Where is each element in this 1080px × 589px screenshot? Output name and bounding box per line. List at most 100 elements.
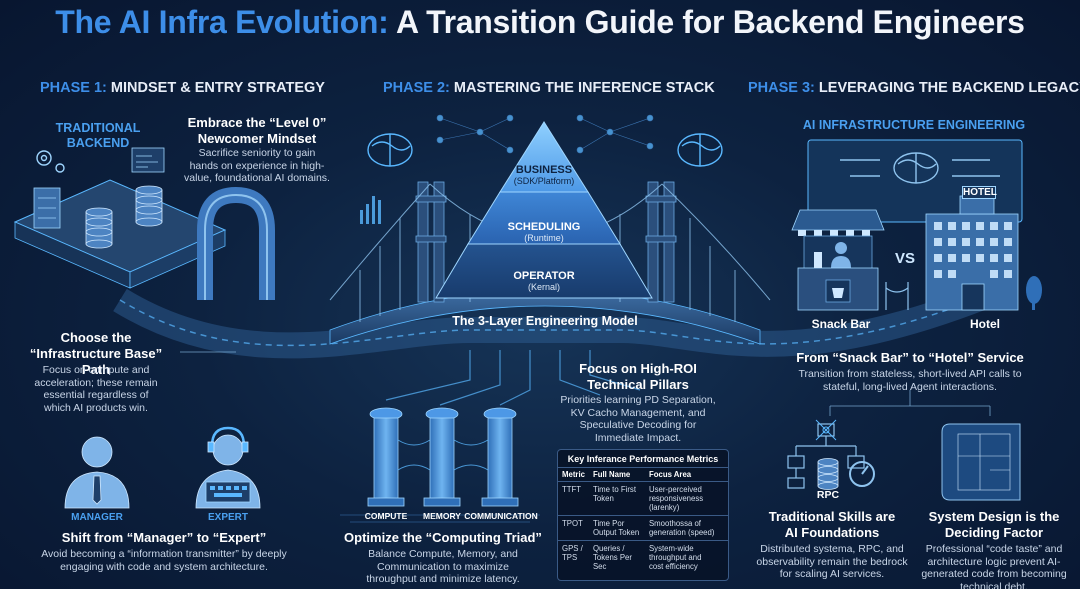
gateway-arch <box>197 186 275 300</box>
service-body: Transition from stateless, short-lived A… <box>798 368 1022 393</box>
table-header: Focus Area <box>644 467 728 482</box>
table-cell: System-wide throughput and cost efficien… <box>644 540 728 574</box>
pyramid-business-label: BUSINESS (SDK/Platform) <box>494 164 594 186</box>
level0-body: Sacrifice seniority to gain hands on exp… <box>184 147 330 184</box>
manager-expert-title: Shift from “Manager” to “Expert” <box>61 530 267 545</box>
infra-base-title: Choose the “Infrastructure Base” Path <box>29 330 163 377</box>
network-topology-icon <box>787 423 865 489</box>
phase-2-header: PHASE 2: MASTERING THE INFERENCE STACK <box>383 80 715 96</box>
phase-3-header: PHASE 3: LEVERAGING THE BACKEND LEGACY <box>748 80 1080 96</box>
code-window-icon <box>131 147 165 173</box>
table-cell: Queries / Tokens Per Sec <box>588 540 645 574</box>
communication-label: COMMUNICATION <box>464 511 538 521</box>
brain-icon-left <box>367 133 413 167</box>
pyramid-layer-operator <box>435 243 653 299</box>
triad-body: Balance Compute, Memory, and Communicati… <box>366 548 520 585</box>
pillar-compute <box>367 407 405 507</box>
table-cell: TTFT <box>558 481 589 516</box>
table-cell: Time Por Output Token <box>588 515 645 541</box>
callout-lines <box>180 351 991 416</box>
bar-chart-icon <box>360 196 381 224</box>
scheduling-subtitle: (Runtime) <box>524 233 564 243</box>
table-cell: GPS / TPS <box>558 540 589 574</box>
pillars-body: Priorities learning PD Separation, KV Ca… <box>560 394 716 444</box>
design-body: Professional “code taste” and architectu… <box>921 543 1067 589</box>
infra-base-body: Focus on compute and acceleration; these… <box>34 364 158 414</box>
operator-title: OPERATOR <box>513 270 575 282</box>
rope-posts <box>885 282 909 310</box>
pyramid-operator-label: OPERATOR (Kernal) <box>494 270 594 292</box>
manager-expert-body: Avoid becoming a “information transmitte… <box>41 548 287 573</box>
operator-subtitle: (Kernal) <box>527 282 560 292</box>
table-header-row: Metric Full Name Focus Area <box>558 467 728 482</box>
snack-bar-label: Snack Bar <box>811 317 871 331</box>
table-header: Metric <box>558 467 589 482</box>
table-cell: TPOT <box>558 515 589 541</box>
blueprint-icon <box>941 423 1021 501</box>
pillar-communication <box>481 407 519 507</box>
rpc-label: RPC <box>816 489 840 501</box>
brain-icon-phase3 <box>840 152 1000 184</box>
title-part1: The AI Infra Evolution: <box>55 4 389 40</box>
distributed-nodes-icon <box>815 419 837 441</box>
hotel-sign: HOTEL <box>962 186 997 199</box>
compute-label: COMPUTE <box>364 511 408 521</box>
level0-title: Embrace the “Level 0” Newcomer Mindset <box>187 115 327 146</box>
business-subtitle: (SDK/Platform) <box>513 176 575 186</box>
expert-label: EXPERT <box>207 512 248 523</box>
scheduling-title: SCHEDULING <box>507 221 581 233</box>
table-cell: User-perceived responsiveness (larenky) <box>644 481 728 516</box>
phase-3-title: LEVERAGING THE BACKEND LEGACY <box>818 80 1080 96</box>
vs-label: VS <box>894 250 915 267</box>
business-title: BUSINESS <box>515 164 573 176</box>
snack-bar-illustration <box>791 209 885 311</box>
keyboard-keys <box>210 486 247 497</box>
key-metrics-title: Key Inferance Performance Metrics <box>567 454 719 464</box>
page-title: The AI Infra Evolution: A Transition Gui… <box>0 4 1080 41</box>
database-icon-2 <box>135 185 163 227</box>
skills-body: Distributed systema, RPC, and observabil… <box>756 543 908 580</box>
pillars-title: Focus on High-ROI Technical Pillars <box>579 361 697 392</box>
neural-network-graphic <box>436 114 654 154</box>
memory-label: MEMORY <box>423 511 461 521</box>
manager-label: MANAGER <box>71 512 123 523</box>
pyramid-scheduling-label: SCHEDULING (Runtime) <box>494 221 594 243</box>
circuit-lines <box>385 350 641 406</box>
traditional-backend-platform <box>13 179 227 289</box>
phase-2-number: PHASE 2: <box>383 80 450 96</box>
rpc-database-icon <box>817 458 839 490</box>
metrics-table: Metric Full Name Focus Area TTFT Time to… <box>558 467 728 574</box>
database-icon-1 <box>85 207 113 249</box>
bridge-tower-left <box>415 181 447 303</box>
pillar-connections <box>397 439 489 471</box>
traditional-backend-label: TRADITIONAL BACKEND <box>55 121 141 150</box>
pillar-memory <box>423 407 461 507</box>
table-row: TPOT Time Por Output Token Smoothossa of… <box>558 515 728 541</box>
server-rack-icon <box>33 187 61 229</box>
brain-icon-right <box>677 133 723 167</box>
gear-icon <box>36 150 65 173</box>
table-cell: Smoothossa of generation (speed) <box>644 515 728 541</box>
title-part2: A Transition Guide for Backend Engineers <box>395 4 1025 40</box>
design-title: System Design is the Deciding Factor <box>928 509 1060 540</box>
phase-1-header: PHASE 1: MINDSET & ENTRY STRATEGY <box>40 80 325 96</box>
three-layer-pyramid <box>435 121 653 299</box>
table-row: GPS / TPS Queries / Tokens Per Sec Syste… <box>558 540 728 574</box>
hotel-building-illustration <box>925 195 1042 311</box>
road-lane-line <box>119 289 1001 347</box>
phase-1-number: PHASE 1: <box>40 80 107 96</box>
table-header: Full Name <box>588 467 645 482</box>
bridge-tower-right <box>645 181 677 303</box>
gauge-icon <box>849 461 875 487</box>
hotel-label: Hotel <box>970 317 1000 331</box>
phase-2-title: MASTERING THE INFERENCE STACK <box>453 80 715 96</box>
service-title: From “Snack Bar” to “Hotel” Service <box>796 350 1024 365</box>
triad-title: Optimize the “Computing Triad” <box>344 530 542 545</box>
ai-infra-label: AI INFRASTRUCTURE ENGINEERING <box>802 118 1026 132</box>
table-cell: Time to First Token <box>588 481 645 516</box>
circuit-board-base <box>340 514 540 523</box>
skills-title: Traditional Skills are AI Foundations <box>768 509 896 540</box>
three-layer-model-label: The 3-Layer Engineering Model <box>452 314 638 328</box>
phase-1-title: MINDSET & ENTRY STRATEGY <box>110 80 325 96</box>
